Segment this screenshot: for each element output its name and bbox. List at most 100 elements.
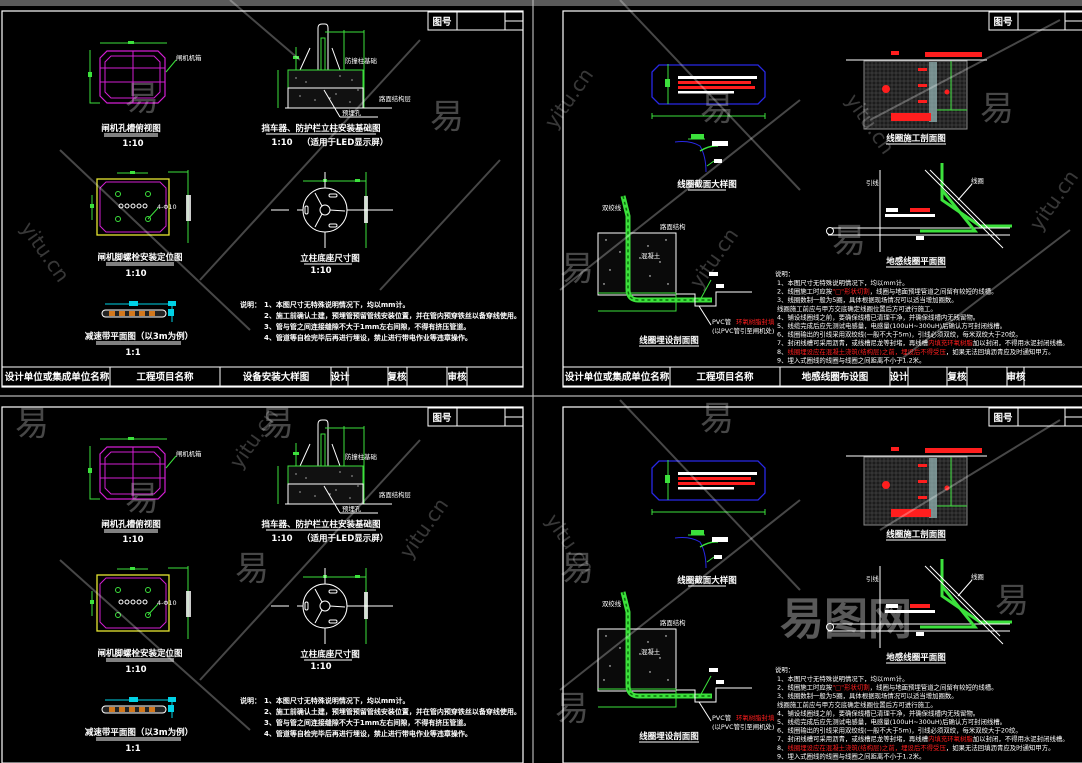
note-text: 8、 — [777, 348, 787, 356]
gate-slot-top-view[interactable]: 闸机机箱 闸机孔槽俯视图 1:10 — [88, 41, 202, 149]
note-item: 4、管道等自检完毕后再进行埋设，禁止进行带电作业等违章操作。 — [264, 333, 472, 342]
gate-bolt-positioning-view[interactable]: 4-Φ10 闸机脚螺栓安装定位图 1:10 — [90, 170, 191, 279]
burial-callout-pavement: 路面结构 — [660, 222, 686, 231]
watermark-glyph: 易 — [980, 89, 1014, 129]
note-item: 4、铺设线圈线之前，要确保线槽已清理干净，并确保线槽内无残留物。 — [777, 312, 979, 321]
burial-sub-label: (以PVC管引至闸机处) — [712, 326, 774, 335]
loop-construction-section[interactable]: 线圈施工剖面图 — [846, 51, 987, 145]
loop-section-detail[interactable]: 线圈截面大样图 — [674, 530, 737, 587]
speed-bump-scale: 1:1 — [125, 744, 140, 754]
burial-callout-pvc: PVC管 — [712, 713, 731, 722]
plan-callout-lead: 引线 — [866, 178, 879, 187]
loop-notes: 说明： 1、本图尺寸无特殊说明情况下，均以mm计。2、线圈施工时应按"□"形状切… — [775, 269, 1069, 364]
post-foundation-section[interactable]: 防撞柱基础 路面结构层 预埋孔 挡车器、防护栏立柱安装基础图 1:10 （适用于… — [261, 23, 412, 148]
gate-bolt-positioning-view[interactable]: 4-Φ10 闸机脚螺栓安装定位图 1:10 — [90, 566, 191, 675]
drawing-number-box: 图号 — [988, 11, 1082, 31]
post-base-note: （适用于LED显示屏） — [302, 137, 388, 148]
note-text: 3、线圈数制一般为5圈，具体根据现场情况可以适当增加圈数。 — [777, 691, 958, 700]
sheet-equipment-install-detail-lower[interactable]: 图号 设计单位或集成单位名称 工程项目名称 设备安装大样图 设计 复核 审核 — [1, 406, 524, 763]
loop-burial-section[interactable]: 双绞线 路面结构 混凝土 PVC管 环氧树脂封填 (以PVC管引至闸机处) 线圈… — [597, 591, 775, 743]
note-text: 4、铺设线圈线之前，要确保线槽已清理干净，并确保线槽内无残留物。 — [777, 312, 979, 321]
note-text: 加以封闭，不得用水泥封闭线槽。 — [973, 338, 1069, 347]
loop-cable-cross-section[interactable] — [651, 460, 766, 515]
burial-red-label: 环氧树脂封填 — [736, 713, 775, 722]
sheet-loop-detector-layout-lower[interactable]: 图号 设计单位或集成单位名称 工程项目名称 地感线圈布设图 设计 复核 审核 — [562, 406, 1082, 763]
post-callout-hole: 预埋孔 — [342, 504, 362, 513]
burial-callout-twisted-pair: 双绞线 — [602, 599, 622, 608]
post-base-scale: 1:10 — [271, 138, 292, 148]
gate-bolt-caption: 闸机脚螺栓安装定位图 — [97, 648, 182, 659]
gate-top-caption: 闸机孔槽俯视图 — [101, 519, 161, 530]
note-item: 8、线圈埋设应在混凝土浇筑(结构层)之前，埋设后不得受压，如果无法回填沥青应及时… — [777, 743, 1054, 752]
loop-burial-section[interactable]: 双绞线 路面结构 混凝土 PVC管 环氧树脂封填 (以PVC管引至闸机处) 线圈… — [597, 195, 775, 347]
loop-construction-caption: 线圈施工剖面图 — [886, 529, 946, 540]
title-block: 设计单位或集成单位名称 工程项目名称 地感线圈布设图 设计 复核 审核 — [562, 366, 1082, 387]
title-approve-label: 审核 — [447, 371, 467, 383]
note-item: 9、埋入式圈线的线圈与线圈之间距离不小于1.2米。 — [777, 751, 925, 760]
loop-plan-view[interactable]: 线圈 引线 地感线圈平面图 — [826, 559, 1013, 664]
note-item: 1、本图尺寸无特殊说明情况下，均以mm计。 — [264, 696, 409, 705]
watermark-glyph: 易 — [125, 79, 159, 119]
loop-plan-caption: 地感线圈平面图 — [886, 256, 946, 267]
watermark-glyph: 易 — [832, 221, 866, 261]
sheet-equipment-install-detail[interactable]: 图号 设计单位或集成单位名称 工程项目名称 设备安装大样图 设计 复核 审核 — [1, 10, 524, 388]
title-project-name: 工程项目名称 — [696, 371, 754, 383]
plan-callout-lead: 引线 — [866, 574, 879, 583]
burial-callout-pvc: PVC管 — [712, 317, 731, 326]
watermark-glyph: 易 — [555, 689, 589, 729]
post-footing-plan[interactable]: 立柱底座尺寸图 1:10 — [271, 568, 393, 672]
drawing-number-label: 图号 — [993, 17, 1013, 28]
post-callout-foundation: 防撞柱基础 — [345, 56, 377, 65]
note-text: 5、线缆完成后应先测试电感量，电感量(100uH~300uH)后确认方可封闭线槽… — [777, 321, 1006, 330]
note-text: 6、线圈输出的引线采用双绞线(一般不大于5m)，引线必须双绞，每米双绞大于20绞… — [777, 330, 1022, 339]
watermark-glyph: 易 — [560, 549, 594, 589]
note-text: 9、埋入式圈线的线圈与线圈之间距离不小于1.2米。 — [777, 355, 925, 364]
watermark-glyph: 易 — [125, 479, 159, 519]
title-review-label: 复核 — [946, 371, 967, 383]
note-text: 2、线圈施工时应按 — [777, 287, 833, 296]
note-item: 9、埋入式圈线的线圈与线圈之间距离不小于1.2米。 — [777, 355, 925, 364]
watermark-glyph: 易 — [260, 404, 294, 444]
loop-construction-caption: 线圈施工剖面图 — [886, 133, 946, 144]
note-item: 2、线圈施工时应按"□"形状切割，线圈与地面预埋管道之间留有较短的线槽。 — [777, 683, 998, 692]
post-base-caption: 挡车器、防护栏立柱安装基础图 — [261, 519, 380, 530]
title-block: 设计单位或集成单位名称 工程项目名称 设备安装大样图 设计 复核 审核 — [1, 366, 524, 387]
gate-cabinet-callout: 闸机机箱 — [176, 53, 202, 62]
loop-section-detail[interactable]: 线圈截面大样图 — [674, 134, 737, 191]
loop-plan-view[interactable]: 线圈 引线 地感线圈平面图 — [826, 163, 1013, 268]
post-base-caption: 挡车器、防护栏立柱安装基础图 — [261, 123, 380, 134]
notes-heading: 说明： — [775, 665, 794, 674]
post-callout-foundation: 防撞柱基础 — [345, 452, 377, 461]
loop-construction-section[interactable]: 线圈施工剖面图 — [846, 447, 987, 541]
note-text: 4、铺设线圈线之前，要确保线槽已清理干净，并确保线槽内无残留物。 — [777, 708, 979, 717]
sheet-loop-detector-layout[interactable]: 图号 设计单位或集成单位名称 工程项目名称 地感线圈布设图 设计 复核 审核 — [562, 10, 1082, 388]
bolt-callout: 4-Φ10 — [157, 599, 177, 607]
speed-bump-plan-view[interactable]: 减速带平面图（以3m为例） 1:1 — [85, 697, 193, 754]
speed-bump-plan-view[interactable]: 减速带平面图（以3m为例） 1:1 — [85, 301, 193, 358]
burial-callout-pavement: 路面结构 — [660, 618, 686, 627]
burial-callout-concrete: 混凝土 — [641, 647, 661, 656]
post-foundation-section[interactable]: 防撞柱基础 路面结构层 预埋孔 挡车器、防护栏立柱安装基础图 1:10 （适用于… — [261, 419, 412, 544]
post-footing-plan[interactable]: 立柱底座尺寸图 1:10 — [271, 172, 393, 276]
post-footing-scale: 1:10 — [310, 662, 331, 672]
watermark-glyph: 易 — [235, 549, 269, 589]
note-item: 6、线圈输出的引线采用双绞线(一般不大于5m)，引线必须双绞，每米双绞大于20绞… — [777, 726, 1022, 735]
burial-red-label: 环氧树脂封填 — [736, 317, 775, 326]
burial-callout-concrete: 混凝土 — [641, 251, 661, 260]
gate-bolt-scale: 1:10 — [125, 269, 146, 279]
gate-slot-top-view[interactable]: 闸机机箱 闸机孔槽俯视图 1:10 — [88, 437, 202, 545]
loop-plan-caption: 地感线圈平面图 — [886, 652, 946, 663]
title-review-label: 复核 — [386, 371, 407, 383]
note-text: 1、本图尺寸无特殊说明情况下，均以mm计。 — [777, 278, 909, 287]
note-item: 3、线圈数制一般为5圈，具体根据现场情况可以适当增加圈数。 — [777, 691, 958, 700]
note-item: 3、管与管之间连接缝隙不大于1mm左右间隙，不得有挤压管道。 — [264, 718, 470, 727]
note-item: 3、线圈数制一般为5圈，具体根据现场情况可以适当增加圈数。 — [777, 295, 958, 304]
loop-cable-cross-section[interactable] — [651, 64, 766, 119]
note-text: 9、埋入式圈线的线圈与线圈之间距离不小于1.2米。 — [777, 751, 925, 760]
title-designer-org: 设计单位或集成单位名称 — [5, 371, 110, 383]
note-highlight: "□"形状切割 — [832, 683, 869, 692]
note-item: 4、铺设线圈线之前，要确保线槽已清理干净，并确保线槽内无残留物。 — [777, 708, 979, 717]
note-item: 6、线圈输出的引线采用双绞线(一般不大于5m)，引线必须双绞，每米双绞大于20绞… — [777, 330, 1022, 339]
